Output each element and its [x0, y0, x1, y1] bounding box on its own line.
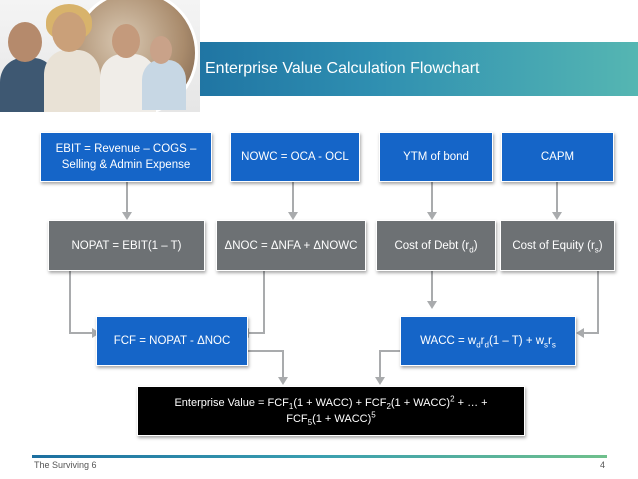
noc-box: ΔNOC = ΔNFA + ΔNOWC — [216, 220, 366, 271]
nowc-label: NOWC = OCA - OCL — [241, 151, 349, 163]
ebit-box: EBIT = Revenue – COGS – Selling & Admin … — [40, 132, 212, 182]
footer-divider — [32, 455, 607, 458]
noc-label: ΔNOC = ΔNFA + ΔNOWC — [224, 239, 358, 252]
fcf-label: FCF = NOPAT - ΔNOC — [113, 335, 231, 347]
capm-label: CAPM — [540, 151, 575, 163]
ytm-label: YTM of bond — [403, 151, 469, 163]
ev-line2: FCF5(1 + WACC)5 — [286, 410, 376, 428]
footer-title: The Surviving 6 — [34, 460, 97, 470]
capm-box: CAPM — [501, 132, 614, 182]
nowc-box: NOWC = OCA - OCL — [230, 132, 360, 182]
cost-of-equity-box: Cost of Equity (rs) — [500, 220, 615, 271]
cost-of-equity-label: Cost of Equity (rs) — [512, 239, 603, 254]
wacc-box: WACC = wdrd(1 – T) + wsrs — [400, 316, 576, 366]
header-photo — [0, 0, 200, 112]
cost-of-debt-box: Cost of Debt (rd) — [376, 220, 496, 271]
enterprise-value-box: Enterprise Value = FCF1(1 + WACC) + FCF2… — [137, 386, 525, 436]
header-band — [160, 42, 638, 96]
ytm-box: YTM of bond — [379, 132, 493, 182]
page-number: 4 — [600, 460, 606, 470]
wacc-label: WACC = wdrd(1 – T) + wsrs — [420, 335, 556, 350]
nopat-box: NOPAT = EBIT(1 – T) — [48, 220, 205, 271]
ebit-line1: EBIT = Revenue – COGS – — [55, 143, 197, 155]
ebit-line2: Selling & Admin Expense — [61, 159, 191, 171]
ev-line1: Enterprise Value = FCF1(1 + WACC) + FCF2… — [174, 394, 488, 412]
page-title: Enterprise Value Calculation Flowchart — [205, 60, 480, 77]
nopat-label: NOPAT = EBIT(1 – T) — [71, 239, 182, 252]
fcf-box: FCF = NOPAT - ΔNOC — [96, 316, 248, 366]
cost-of-debt-label: Cost of Debt (rd) — [394, 239, 478, 254]
